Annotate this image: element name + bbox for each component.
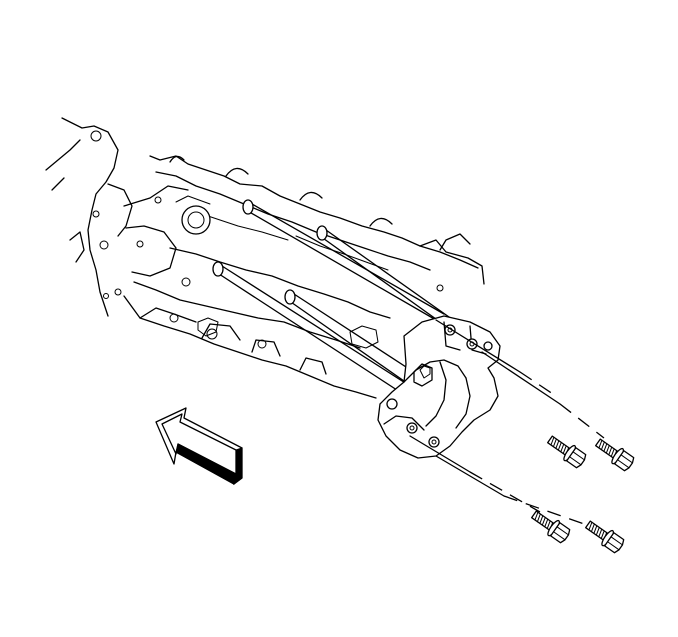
bolt — [595, 438, 635, 472]
engine-block — [45, 117, 485, 399]
bolts — [531, 435, 635, 554]
bolt — [547, 435, 587, 469]
bolt-shafts — [212, 199, 491, 393]
bolt — [585, 520, 625, 554]
bolt — [531, 510, 571, 544]
bolt-centerlines — [409, 319, 605, 527]
direction-arrow — [155, 407, 243, 486]
mount-bracket — [377, 315, 501, 459]
